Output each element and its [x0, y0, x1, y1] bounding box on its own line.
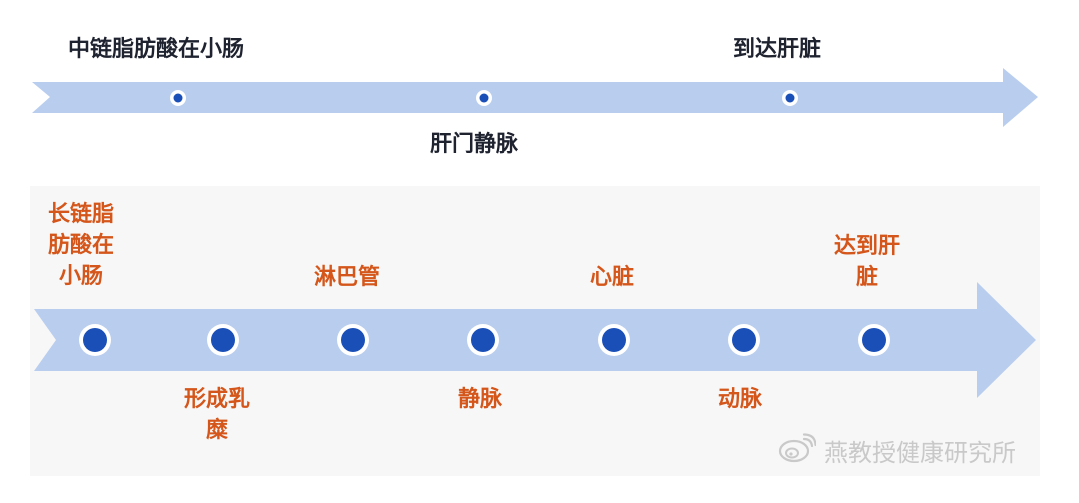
watermark-text: 燕教授健康研究所	[824, 438, 1016, 467]
bottom-node-2	[207, 324, 239, 356]
top-label-start: 中链脂肪酸在小肠	[68, 37, 245, 62]
bottom-node-7	[858, 324, 890, 356]
bottom-flow-arrow	[34, 282, 1036, 398]
bottom-label-start: 长链脂 肪酸在 小肠	[48, 202, 115, 289]
bottom-label-liver: 达到肝 脏	[834, 234, 901, 290]
top-label-end: 到达肝脏	[733, 37, 822, 62]
top-node-1	[170, 90, 186, 106]
bottom-label-heart: 心脏	[590, 265, 635, 290]
bottom-node-3	[337, 324, 369, 356]
top-node-2	[476, 90, 492, 106]
bottom-node-5	[598, 324, 630, 356]
watermark: 燕教授健康研究所	[778, 432, 1016, 468]
bottom-label-artery: 动脉	[718, 387, 763, 412]
bottom-node-4	[467, 324, 499, 356]
top-label-middle: 肝门静脉	[430, 132, 519, 157]
bottom-node-1	[79, 324, 111, 356]
weibo-icon	[778, 433, 817, 467]
top-node-3	[782, 90, 798, 106]
bottom-label-chyle: 形成乳 糜	[184, 387, 251, 443]
top-flow-arrow	[32, 68, 1038, 127]
bottom-label-vein: 静脉	[458, 387, 503, 412]
bottom-node-6	[728, 324, 760, 356]
bottom-label-lymph: 淋巴管	[314, 265, 381, 290]
